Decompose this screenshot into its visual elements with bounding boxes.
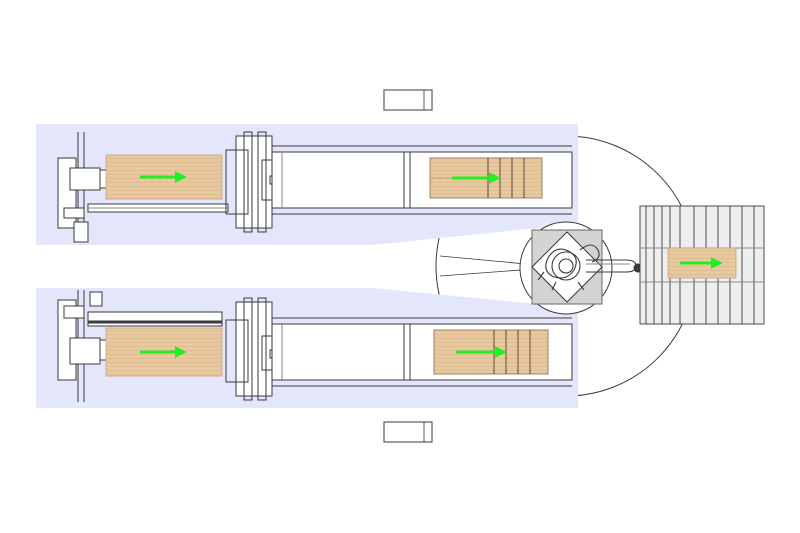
- control-panel-icon: [383, 89, 433, 111]
- control-panel-icon: [383, 421, 433, 443]
- upper-infeed-board: [105, 154, 223, 200]
- robot-cell[interactable]: [519, 221, 650, 315]
- upper-console[interactable]: [383, 89, 433, 111]
- lower-console[interactable]: [383, 421, 433, 443]
- outfeed-conveyor: [639, 205, 765, 325]
